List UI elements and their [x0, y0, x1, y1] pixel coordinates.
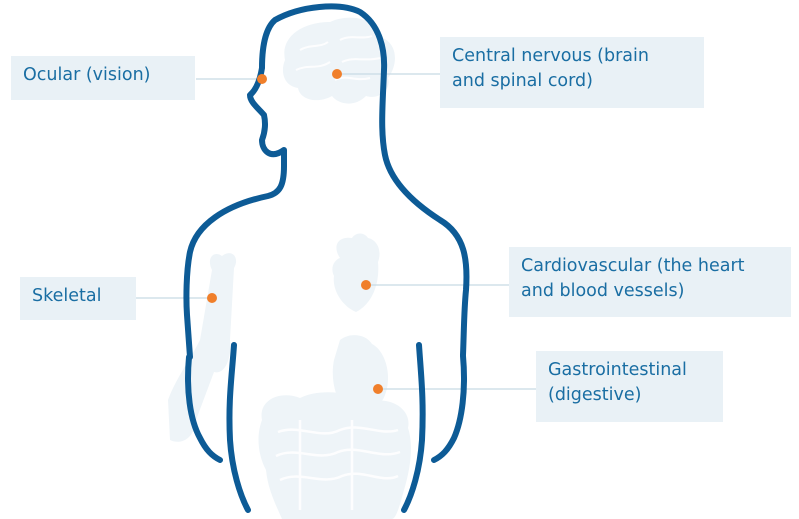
marker-cardiovascular [361, 280, 371, 290]
label-central-nervous: Central nervous (brain and spinal cord) [440, 37, 704, 108]
leader-lines [136, 74, 536, 389]
label-skeletal: Skeletal [20, 277, 136, 320]
label-cardiovascular: Cardiovascular (the heart and blood vess… [509, 247, 791, 317]
label-ocular-line-1: Ocular (vision) [23, 63, 183, 88]
label-cardiovascular-line-2: and blood vessels) [521, 279, 779, 304]
label-gastrointestinal-line-1: Gastrointestinal [548, 358, 711, 383]
marker-gastrointestinal [373, 384, 383, 394]
label-central-nervous-line-2: and spinal cord) [452, 69, 692, 94]
label-gastrointestinal: Gastrointestinal (digestive) [536, 351, 723, 422]
right-hand-outline [434, 356, 464, 460]
marker-central-nervous [332, 69, 342, 79]
heart-icon [332, 234, 379, 313]
label-skeletal-line-1: Skeletal [32, 284, 124, 309]
label-central-nervous-line-1: Central nervous (brain [452, 44, 692, 69]
label-ocular: Ocular (vision) [11, 56, 195, 100]
arm-bone-icon [168, 253, 236, 442]
marker-skeletal [207, 293, 217, 303]
left-arm-outline [229, 345, 248, 510]
label-gastrointestinal-line-2: (digestive) [548, 383, 711, 408]
intestines-icon [259, 392, 411, 519]
label-cardiovascular-line-1: Cardiovascular (the heart [521, 254, 779, 279]
marker-ocular [257, 74, 267, 84]
